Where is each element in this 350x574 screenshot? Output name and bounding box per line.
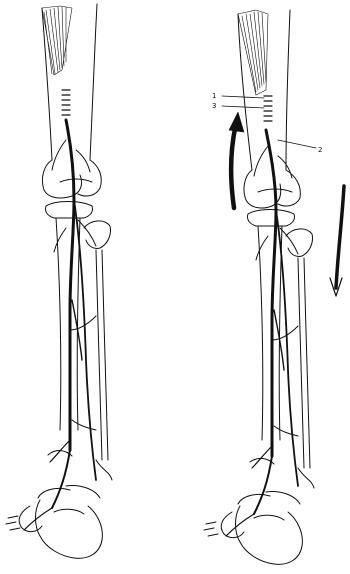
downward-flow-arrow <box>330 186 344 296</box>
left-leg-drawing <box>6 4 112 558</box>
callout-label-3: 3 <box>212 102 216 110</box>
right-ligature-marks <box>264 96 272 121</box>
left-fibula <box>84 221 112 480</box>
right-femur <box>238 10 290 170</box>
right-leg-drawing <box>204 10 344 564</box>
upward-flow-arrow <box>229 112 244 208</box>
right-foot <box>204 492 302 565</box>
callout-label-2: 2 <box>318 146 322 154</box>
callout-label-1: 1 <box>212 92 216 100</box>
left-foot <box>6 486 102 559</box>
left-ligature-marks <box>62 90 70 115</box>
right-fibula <box>286 229 314 488</box>
